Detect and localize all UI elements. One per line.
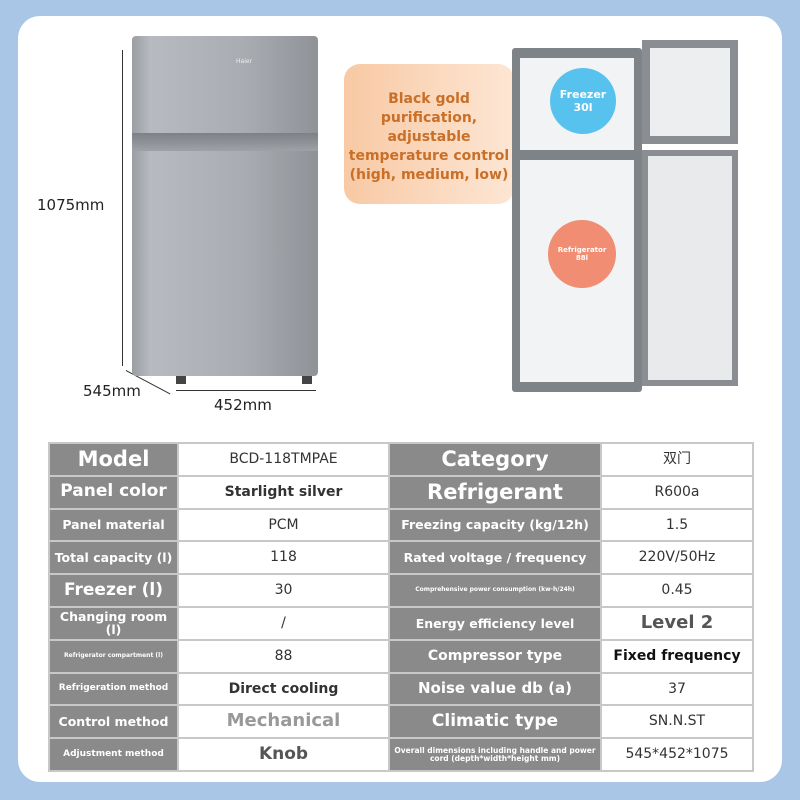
- spec-value: Level 2: [600, 605, 754, 641]
- spec-label: Category: [388, 442, 602, 477]
- spec-label: Energy efficiency level: [388, 605, 602, 641]
- spec-value: 30: [177, 573, 390, 608]
- spec-value: Direct cooling: [177, 671, 390, 707]
- spec-label: Refrigerant: [388, 474, 602, 510]
- fridge-door: [642, 150, 738, 386]
- brand-logo: Haier: [236, 58, 253, 65]
- spec-label: Total capacity (l): [48, 540, 179, 576]
- spec-value: Fixed frequency: [600, 638, 754, 674]
- height-dimension-line: [122, 50, 123, 366]
- spec-value: SN.N.ST: [600, 704, 754, 740]
- spec-label: Refrigeration method: [48, 671, 179, 707]
- fridge-foot: [176, 376, 186, 384]
- fridge-foot: [302, 376, 312, 384]
- spec-value: 88: [177, 638, 390, 674]
- fridge-capacity-bubble: Refrigerator 88l: [548, 220, 616, 288]
- spec-value: R600a: [600, 474, 754, 510]
- spec-label: Freezing capacity (kg/12h): [388, 507, 602, 543]
- width-label: 452mm: [214, 396, 272, 414]
- spec-label: Model: [48, 442, 179, 477]
- spec-label: Changing room (l): [48, 605, 179, 641]
- spec-value: BCD-118TMPAE: [177, 442, 390, 477]
- height-label: 1075mm: [37, 196, 105, 214]
- spec-value: 220V/50Hz: [600, 540, 754, 576]
- spec-value: 118: [177, 540, 390, 576]
- spec-label: Comprehensive power consumption (kw·h/24…: [388, 573, 602, 608]
- spec-value: Starlight silver: [177, 474, 390, 510]
- spec-value: 545*452*1075: [600, 737, 754, 772]
- fridge-bubble-label: Refrigerator: [557, 246, 607, 254]
- spec-label: Climatic type: [388, 704, 602, 740]
- spec-value: PCM: [177, 507, 390, 543]
- fridge-door-handle: [132, 133, 318, 151]
- spec-value: 0.45: [600, 573, 754, 608]
- freezer-door: [642, 40, 738, 144]
- spec-label: Panel material: [48, 507, 179, 543]
- table-row: Changing room (l)/Energy efficiency leve…: [48, 605, 754, 641]
- spec-label: Control method: [48, 704, 179, 740]
- width-dimension-line: [176, 390, 316, 391]
- freezer-bubble-value: 30l: [573, 101, 593, 114]
- freezer-capacity-bubble: Freezer 30l: [550, 68, 616, 134]
- spec-value: /: [177, 605, 390, 641]
- spec-label: Adjustment method: [48, 737, 179, 772]
- spec-value: Knob: [177, 737, 390, 772]
- spec-value: 1.5: [600, 507, 754, 543]
- spec-label: Compressor type: [388, 638, 602, 674]
- freezer-bubble-label: Freezer: [559, 88, 607, 101]
- spec-label: Refrigerator compartment (l): [48, 638, 179, 674]
- spec-value: Mechanical: [177, 704, 390, 740]
- spec-label: Freezer (l): [48, 573, 179, 608]
- depth-label: 545mm: [83, 382, 141, 400]
- spec-label: Panel color: [48, 474, 179, 510]
- spec-label: Overall dimensions including handle and …: [388, 737, 602, 772]
- spec-value: 双门: [600, 442, 754, 477]
- fridge-bubble-value: 88l: [575, 254, 589, 262]
- spec-label: Noise value db (a): [388, 671, 602, 707]
- feature-callout: Black gold purification, adjustable temp…: [344, 64, 514, 204]
- closed-fridge-image: [132, 36, 318, 376]
- spec-label: Rated voltage / frequency: [388, 540, 602, 576]
- spec-value: 37: [600, 671, 754, 707]
